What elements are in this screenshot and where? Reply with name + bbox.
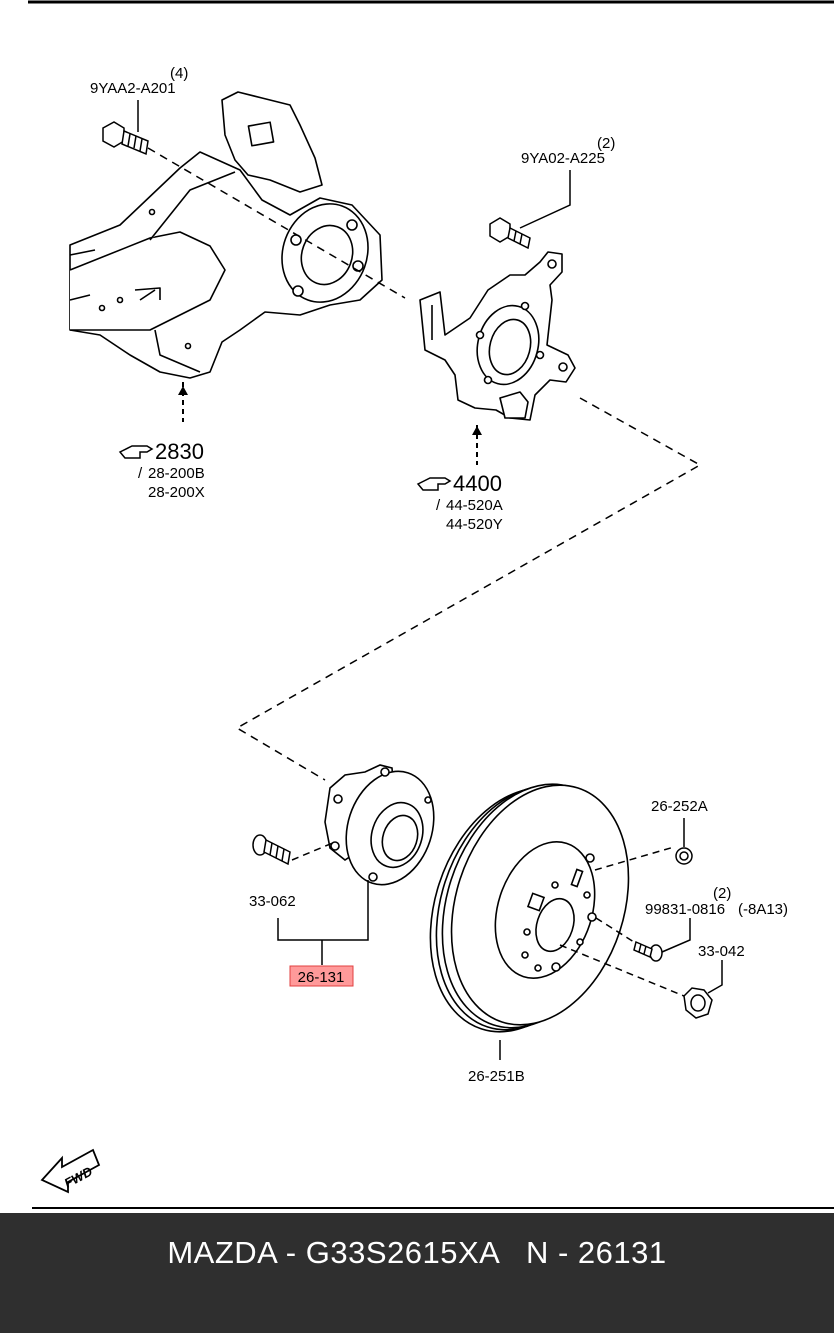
screw-code: 99831-0816 [645,901,725,918]
frame-ref: 2830 [155,439,204,464]
bolt-icon-right [489,217,531,250]
dashed-leader [235,397,702,781]
pointing-hand-icon [118,445,154,459]
cap-icon [675,847,693,865]
nut-code: 33-042 [698,943,745,960]
bolt-right-qty: (2) [597,135,615,152]
bolt-top-code: 9YAA2-A201 [90,80,176,97]
bolt-top-qty: (4) [170,65,188,82]
svg-text:/: / [436,497,441,514]
knuckle-sub2: 44-520Y [446,516,503,533]
screw-qty: (2) [713,885,731,902]
hub-bolt-icon [252,834,291,866]
subframe-drawing [69,91,383,379]
knuckle-ref: 4400 [453,471,502,496]
highlight-box [289,965,354,987]
rotor-code: 26-251B [468,1068,525,1085]
hub-assembly-drawing [324,764,435,886]
brake-rotor-drawing [429,783,630,1033]
footer-bar: MAZDA - G33S2615XA N - 26131 [0,1213,834,1333]
hub-assembly-code: 26-131 [298,969,345,986]
knuckle-sub1: 44-520A [446,497,503,514]
footer-ref-prefix: N [525,1235,549,1270]
frame-sub2: 28-200X [148,484,205,501]
parts-diagram: (4) 9YAA2-A201 2830 / 28-200B 28-200X (2… [28,0,834,1209]
frame-sub1: 28-200B [148,465,205,482]
nut-icon [683,987,713,1019]
pointing-hand-icon [416,477,452,491]
svg-text:/: / [138,465,143,482]
cap-code: 26-252A [651,798,708,815]
footer-ref-number: 26131 [577,1235,667,1270]
footer-brand: MAZDA [167,1235,277,1270]
knuckle-drawing [419,251,576,421]
screw-icon [633,940,663,962]
footer-part-number: G33S2615XA [305,1235,499,1270]
dashed-leader [147,147,406,299]
bolt-right-code: 9YA02-A225 [521,150,605,167]
fwd-arrow-icon: FWD [40,1148,101,1194]
hub-bolt-code: 33-062 [249,893,296,910]
footer-separator: - [285,1235,297,1270]
footer-caption: MAZDA - G33S2615XA N - 26131 [167,1235,667,1270]
bolt-icon-top [102,121,149,156]
screw-note: (-8A13) [738,901,788,918]
